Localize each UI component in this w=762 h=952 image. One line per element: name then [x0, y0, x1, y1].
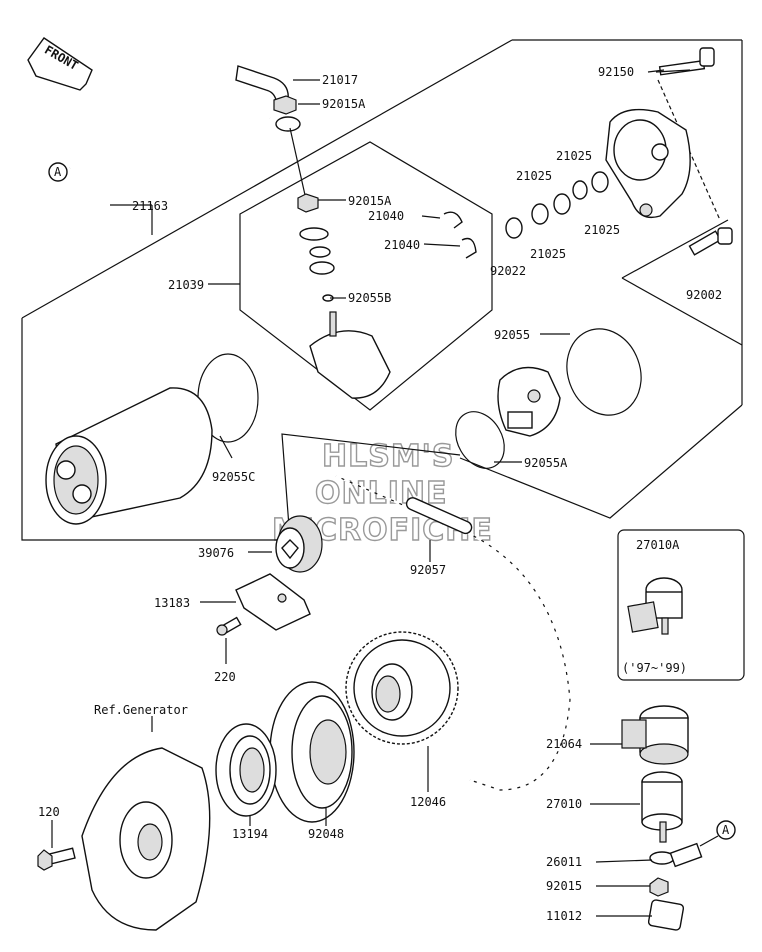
end-cover	[605, 108, 691, 219]
label-92055: 92055	[494, 328, 530, 342]
label-92022: 92022	[490, 264, 526, 278]
front-bracket	[497, 366, 561, 437]
label-92055a: 92055A	[524, 456, 568, 470]
chain-links	[405, 497, 473, 535]
svg-text:A: A	[54, 165, 62, 179]
terminal-lead: A	[649, 820, 736, 868]
label-21025-b: 21025	[516, 169, 552, 183]
relay-inset	[617, 529, 745, 681]
brush-holder-parts	[297, 193, 477, 399]
one-way-clutch	[215, 723, 277, 817]
label-27010a: 27010A	[636, 538, 680, 552]
plate	[216, 573, 311, 636]
washers	[505, 171, 609, 239]
leader-lines	[51, 69, 691, 917]
label-39076: 39076	[198, 546, 234, 560]
label-21163: 21163	[132, 199, 168, 213]
svg-text:ONLINE: ONLINE	[315, 476, 448, 511]
generator-rotor	[37, 747, 211, 931]
front-arrow: FRONT	[27, 37, 93, 91]
starter-chain	[335, 474, 572, 792]
label-21017: 21017	[322, 73, 358, 87]
label-11012: 11012	[546, 909, 582, 923]
inset-note: ('97~'99)	[622, 661, 687, 675]
label-92057: 92057	[410, 563, 446, 577]
boot	[647, 899, 685, 931]
svg-text:A: A	[722, 823, 730, 837]
label-92055b: 92055B	[348, 291, 391, 305]
starter-clutch	[269, 681, 355, 823]
starter-sprocket	[275, 515, 323, 573]
nut-top	[273, 95, 320, 115]
label-92048: 92048	[308, 827, 344, 841]
label-21040-a: 21040	[368, 209, 404, 223]
motor-yoke	[45, 387, 213, 525]
label-220: 220	[214, 670, 236, 684]
label-21025-d: 21025	[530, 247, 566, 261]
small-nut	[649, 877, 669, 897]
connector-a-marker	[48, 162, 68, 182]
label-26011: 26011	[546, 855, 582, 869]
label-12046: 12046	[410, 795, 446, 809]
solenoid	[621, 705, 689, 843]
label-92015a-mid: 92015A	[348, 194, 392, 208]
label-21040-b: 21040	[384, 238, 420, 252]
starter-cable: A	[48, 105, 306, 196]
label-21025-c: 21025	[584, 223, 620, 237]
label-13194: 13194	[232, 827, 268, 841]
label-92015a-top: 92015A	[322, 97, 366, 111]
starter-assembly-frame	[21, 39, 743, 541]
label-92015: 92015	[546, 879, 582, 893]
connector-a-marker-2	[716, 820, 736, 840]
large-sprocket	[345, 631, 459, 745]
label-21025-a: 21025	[556, 149, 592, 163]
label-ref-generator: Ref.Generator	[94, 703, 188, 717]
svg-text:HLSM'S: HLSM'S	[322, 439, 454, 474]
label-21064: 21064	[546, 737, 582, 751]
label-13183: 13183	[154, 596, 190, 610]
brush-holder-frame	[239, 141, 493, 411]
label-120: 120	[38, 805, 60, 819]
label-27010: 27010	[546, 797, 582, 811]
label-21039: 21039	[168, 278, 204, 292]
label-92150: 92150	[598, 65, 634, 79]
label-92055c: 92055C	[212, 470, 255, 484]
label-92002: 92002	[686, 288, 722, 302]
terminal-cap	[235, 65, 320, 101]
short-bolt	[688, 227, 733, 256]
part-labels: 21017 92015A 92150 21025 21025 21025 210…	[38, 65, 722, 923]
